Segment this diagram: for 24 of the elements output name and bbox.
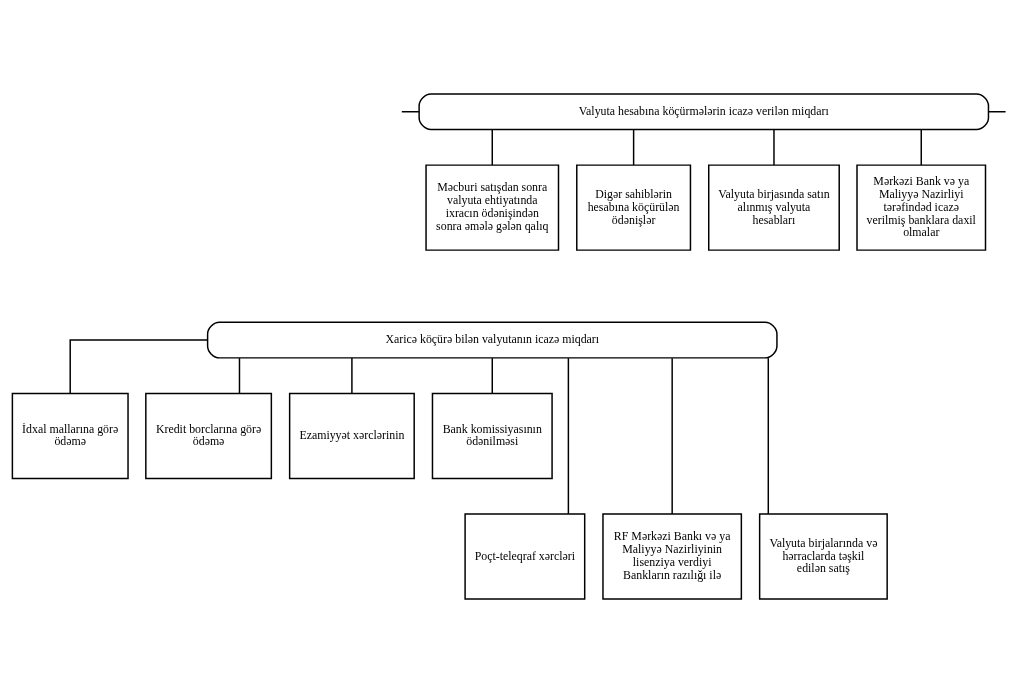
connector <box>351 357 353 395</box>
connector <box>671 357 673 515</box>
node-box: Mərkəzi Bank və ya Maliyyə Nazirliyi tərəfindəd icazə verilmiş banklara daxil olmalar <box>856 164 987 251</box>
connector <box>491 129 493 166</box>
node-box: Digər sahiblərin hesabına köçürülən ödənişlər <box>576 164 692 251</box>
node-box: Məcburi satışdan sonra valyuta ehtiyatında ixracın ödənişindən sonra əmələ gələn qalıq <box>425 164 560 251</box>
connector <box>238 357 241 395</box>
connector <box>767 357 770 515</box>
node-box: Poçt-teleqraf xərcləri <box>464 513 586 600</box>
connector <box>920 129 922 166</box>
connector <box>69 339 209 395</box>
node-box: Bank komissiyasının ödənilməsi <box>431 392 553 480</box>
connector <box>567 357 570 515</box>
node-box: Valyuta birjalarında və hərraclarda təşkil edilən satış <box>758 513 888 600</box>
node-box: İdxal mallarına görə ödəmə <box>11 392 129 480</box>
node-box: Ezamiyyət xərclərinin <box>288 392 415 480</box>
connector <box>491 357 493 395</box>
connector <box>773 129 775 166</box>
node-box: Xaricə köçürə bilən valyutanın icazə miqdarı <box>206 321 778 359</box>
node-box: Valyuta birjasında satın alınmış valyuta hesabları <box>708 164 840 251</box>
node-box: Kredit borclarına görə ödəmə <box>145 392 273 480</box>
node-box: RF Mərkəzi Bankı və ya Maliyyə Nazirliyinin lisenziya verdiyi Bankların razılığı ilə <box>602 513 743 600</box>
node-box: Valyuta hesabına köçürmələrin icazə verilən miqdarı <box>418 93 990 131</box>
connector <box>632 129 635 166</box>
